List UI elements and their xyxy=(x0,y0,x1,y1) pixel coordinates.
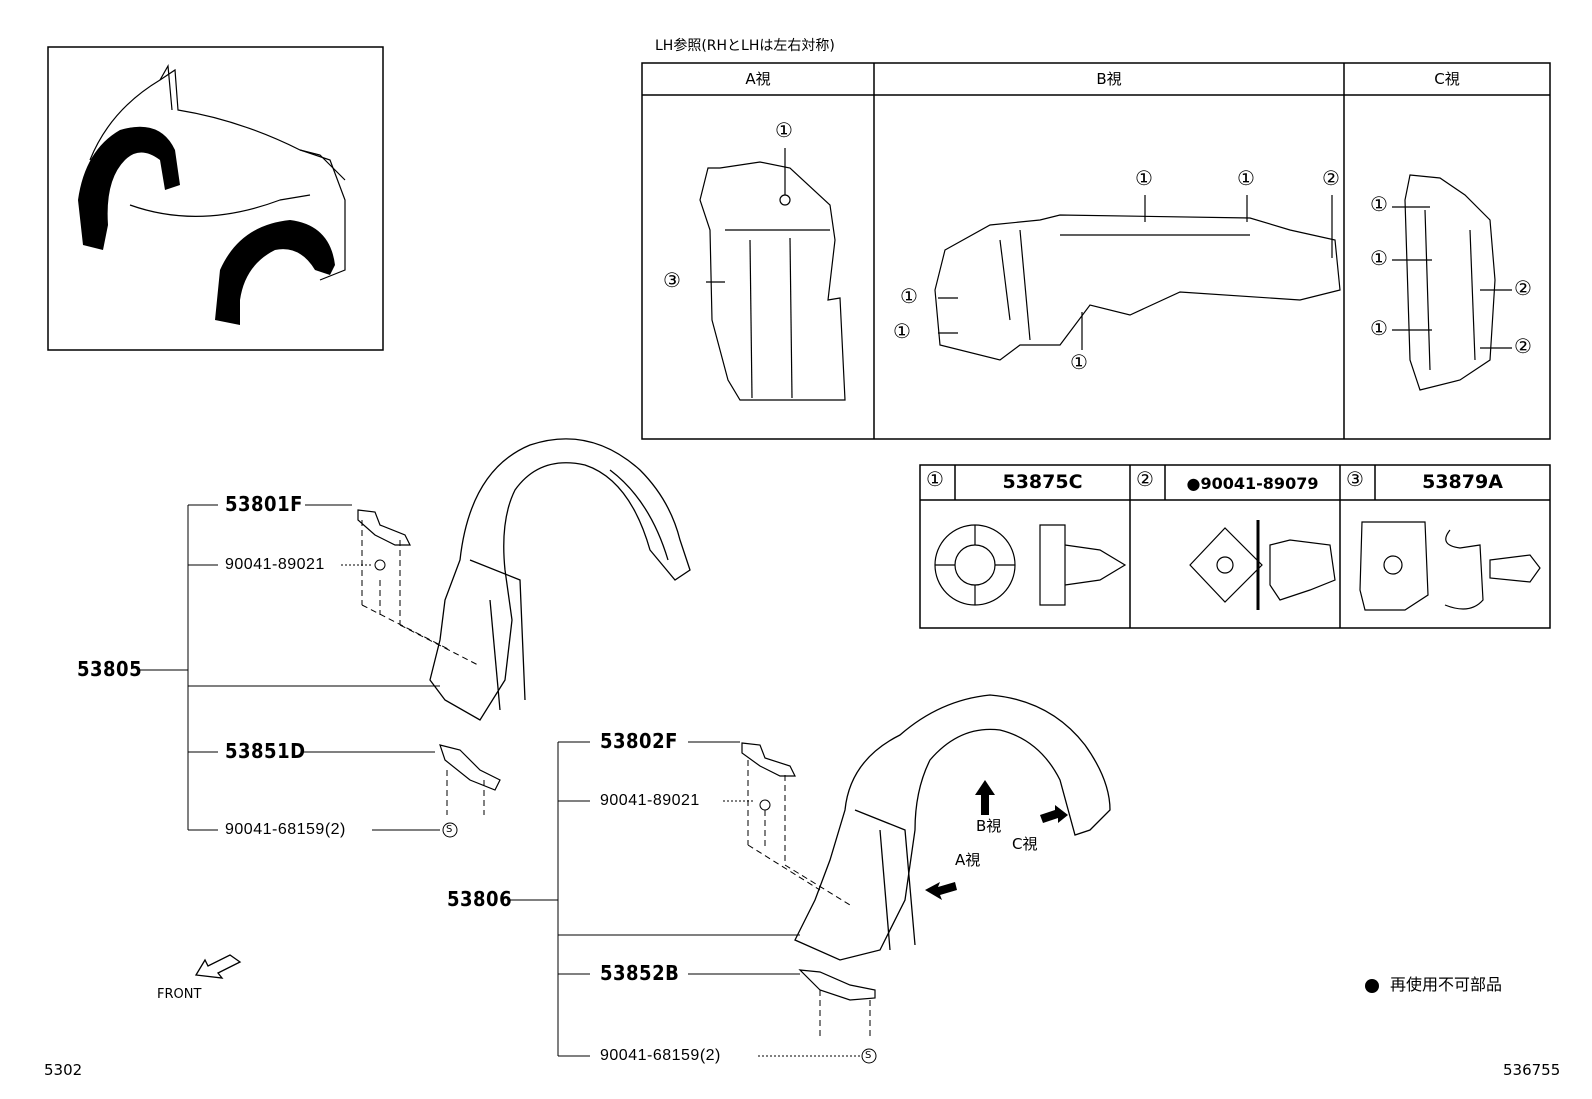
callout-a-1: ① xyxy=(775,118,793,142)
part-53852b: 53852B xyxy=(600,961,680,985)
front-liner-silhouette xyxy=(78,126,180,250)
view-arrow-c xyxy=(1040,805,1068,823)
arrow-label-b: B視 xyxy=(976,817,1002,835)
lh-screw-letter: S xyxy=(446,824,453,835)
clip-90041-89079-drawing xyxy=(1189,520,1336,610)
part-90041-68159-lh: 90041-68159(2) xyxy=(225,821,346,838)
view-a-drawing xyxy=(699,148,846,401)
view-arrow-b xyxy=(975,780,995,815)
view-c-drawing xyxy=(1392,174,1512,391)
clip-53879a-drawing xyxy=(1359,521,1541,611)
callout-b-1b: ① xyxy=(1237,166,1255,190)
liner-rh-drawing xyxy=(794,694,1111,961)
arrow-label-c: C視 xyxy=(1012,835,1038,853)
rh-clip-symbol xyxy=(759,799,771,811)
callout-b-2: ② xyxy=(1322,166,1340,190)
legend-num-3: ③ xyxy=(1346,467,1364,491)
part-90041-89021-rh: 90041-89021 xyxy=(600,792,700,809)
liner-lh-drawing xyxy=(429,438,691,721)
callout-c-2b: ② xyxy=(1514,334,1532,358)
callout-b-1a: ① xyxy=(1135,166,1153,190)
legend-code-2: ●90041-89079 xyxy=(1186,474,1319,493)
part-90041-89021-lh: 90041-89021 xyxy=(225,556,325,573)
arrow-label-a: A視 xyxy=(955,851,981,869)
view-header-c: C視 xyxy=(1434,70,1460,88)
lh-bracket-drawing xyxy=(357,509,501,791)
rh-screw-symbol xyxy=(861,1048,877,1064)
clip-53875c-drawing xyxy=(934,524,1127,606)
part-53806: 53806 xyxy=(447,887,513,911)
page-code: 5302 xyxy=(44,1061,83,1079)
callout-a-3: ③ xyxy=(663,268,681,292)
clip-legend-table xyxy=(919,464,1551,629)
rear-liner-silhouette xyxy=(215,220,335,325)
rh-dashed-guides xyxy=(747,760,871,1040)
rh-leader-lines xyxy=(510,741,860,1057)
part-53802f: 53802F xyxy=(600,729,678,753)
view-b-drawing xyxy=(934,195,1341,361)
callout-b-1d: ① xyxy=(893,319,911,343)
callout-c-1c: ① xyxy=(1370,316,1388,340)
callout-c-2a: ② xyxy=(1514,276,1532,300)
views-table xyxy=(641,62,1551,440)
rh-bracket-drawing xyxy=(741,742,876,1001)
lh-clip-symbol xyxy=(374,559,386,571)
view-header-a: A視 xyxy=(745,70,771,88)
nonreusable-note: 再使用不可部品 xyxy=(1390,975,1503,994)
legend-num-1: ① xyxy=(926,467,944,491)
part-53851d: 53851D xyxy=(225,739,306,763)
front-label: FRONT xyxy=(157,987,202,1002)
callout-c-1a: ① xyxy=(1370,192,1388,216)
legend-num-2: ② xyxy=(1136,467,1154,491)
overview-vehicle-illustration xyxy=(89,64,346,281)
part-53805: 53805 xyxy=(77,657,143,681)
overview-frame xyxy=(47,46,384,351)
callout-c-1b: ① xyxy=(1370,246,1388,270)
lh-dashed-guides xyxy=(361,520,485,815)
view-note: LH参照(RHとLHは左右対称) xyxy=(655,38,835,54)
drawing-number: 536755 xyxy=(1503,1061,1561,1079)
part-53801f: 53801F xyxy=(225,492,303,516)
view-arrow-a xyxy=(925,882,957,900)
lh-leader-lines xyxy=(140,504,440,831)
legend-code-3: 53879A xyxy=(1422,471,1503,493)
nonreusable-bullet-icon xyxy=(1365,979,1379,993)
callout-b-1c: ① xyxy=(900,284,918,308)
view-header-b: B視 xyxy=(1096,70,1122,88)
rh-screw-letter: S xyxy=(865,1050,872,1061)
part-90041-68159-rh: 90041-68159(2) xyxy=(600,1047,721,1064)
legend-code-1: 53875C xyxy=(1002,471,1083,493)
callout-b-1e: ① xyxy=(1070,350,1088,374)
front-arrow-icon xyxy=(194,954,242,979)
lh-screw-symbol xyxy=(442,822,458,838)
